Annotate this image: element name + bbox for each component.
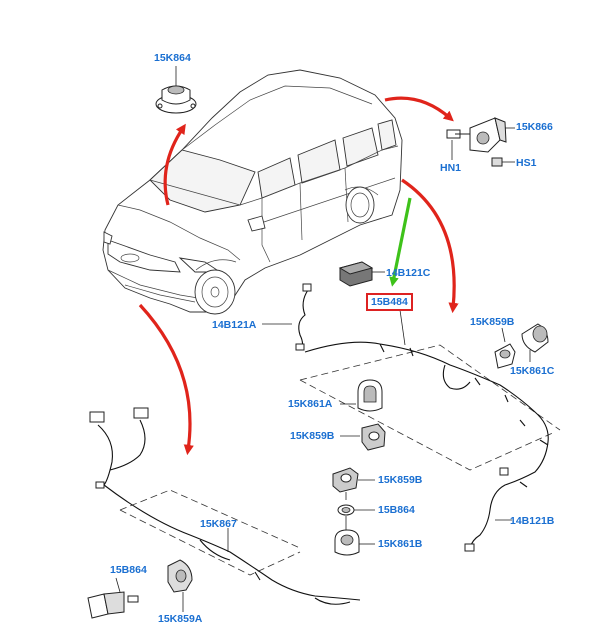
rear-wheel (345, 186, 375, 224)
label-hn1: HN1 (440, 162, 462, 174)
rear-bracket-part (446, 117, 515, 167)
label-right-cap: 15K861C (510, 365, 555, 377)
label-left-harness: 14B121A (212, 319, 257, 331)
car-illustration (102, 69, 403, 315)
label-front-harness: 15K867 (200, 518, 237, 530)
label-stack-cap: 15K861B (378, 538, 423, 550)
label-stack-grommet: 15B864 (378, 504, 415, 516)
right-cap-part (521, 323, 549, 362)
label-right-side-sensor: 15K859B (470, 316, 515, 328)
rear-harness-part (299, 309, 561, 552)
front-harness-part (89, 407, 361, 605)
label-center-sensor: 15K859B (290, 430, 335, 442)
arrow-to-top-sensor (163, 123, 186, 206)
left-harness-part (262, 283, 312, 351)
label-right-harness: 14B121B (510, 515, 555, 527)
stack-sensor-part (332, 467, 375, 500)
label-top-sensor: 15K864 (154, 52, 191, 64)
label-rear-bracket: 15K866 (516, 121, 553, 133)
front-wheel (194, 269, 236, 315)
right-side-sensor-part (494, 327, 516, 369)
label-main-harness-highlighted: 15B484 (366, 293, 413, 311)
module-part (338, 261, 385, 287)
label-stack-sensor: 15K859B (378, 474, 423, 486)
bottom-bracket-part (87, 577, 139, 619)
arrow-to-front-harness (138, 303, 194, 456)
label-hs1: HS1 (516, 157, 537, 169)
center-sensor-part (340, 423, 386, 451)
label-module: 14B121C (386, 267, 431, 279)
label-bottom-sensor: 15K859A (158, 613, 203, 625)
center-cap-part (340, 379, 383, 412)
top-sensor-part (155, 66, 197, 114)
arrow-to-rear-bracket (384, 96, 454, 122)
stack-cap-part (334, 529, 375, 556)
stack-grommet-part (337, 504, 375, 530)
flow-arrows (138, 96, 459, 456)
label-bottom-bracket: 15B864 (110, 564, 147, 576)
bottom-sensor-part (167, 559, 193, 612)
label-center-cap: 15K861A (288, 398, 333, 410)
green-pointer-arrow (389, 197, 412, 287)
arrow-to-rear-harness (401, 178, 459, 314)
